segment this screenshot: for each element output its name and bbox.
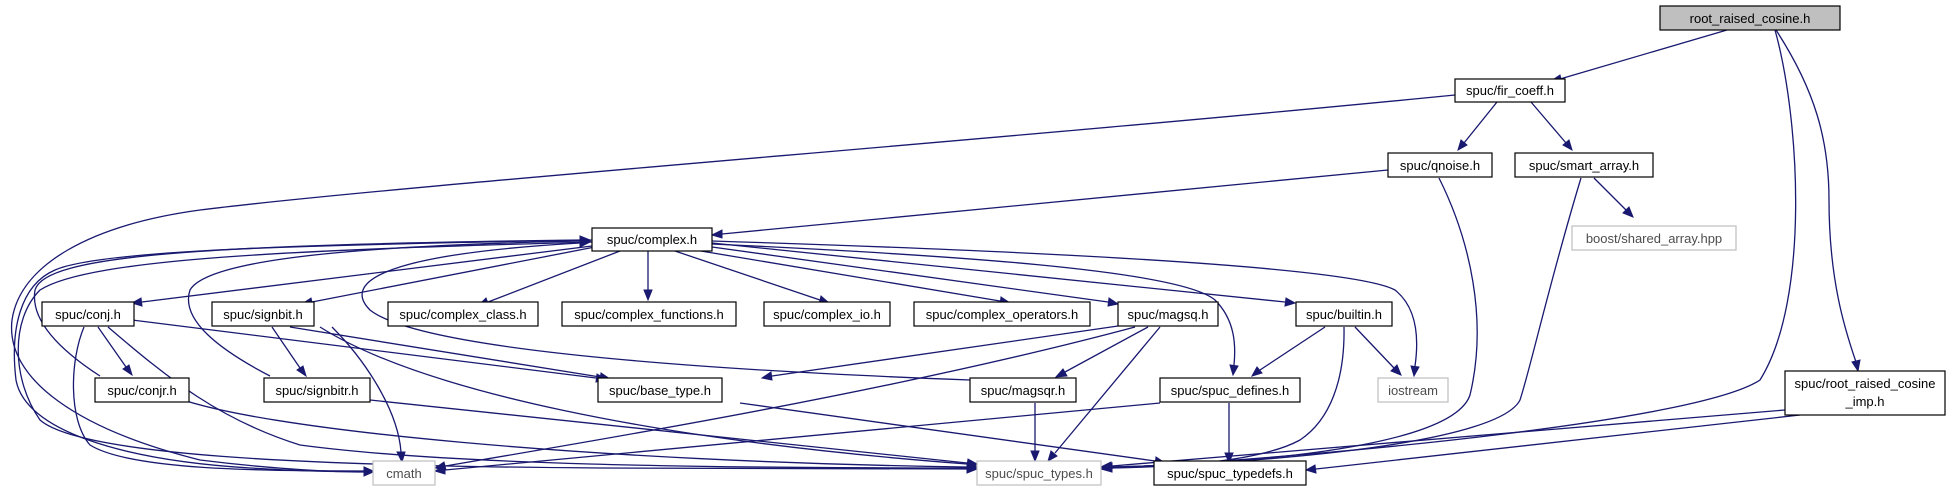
edge-smart-array-to-shared-array [1593,177,1634,218]
edge-complex-to-magsq [711,246,1120,307]
node-label: spuc/signbit.h [223,307,303,322]
edge-builtin-to-spuc-defines [1250,326,1326,377]
edge-signbitr-to-spuc-types [369,399,979,468]
node-iostream[interactable]: iostream [1377,377,1449,403]
node-fir-coeff[interactable]: spuc/fir_coeff.h [1454,78,1566,103]
node-complex-io[interactable]: spuc/complex_io.h [763,301,891,327]
node-label-line-1: spuc/root_raised_cosine [1795,376,1936,391]
edge-complex-to-complex-functions [643,251,653,302]
node-root-raised-cosine-imp[interactable]: spuc/root_raised_cosine _imp.h [1784,370,1946,416]
file-nodes: root_raised_cosine.h spuc/fir_coeff.h sp… [41,5,1946,486]
edge-fir-coeff-to-qnoise [1457,101,1498,152]
edge-magsq-to-base-type [760,325,1119,381]
edge-rrc-imp-to-spuc-types [1099,409,1786,471]
node-label: spuc/spuc_types.h [985,466,1093,481]
node-label-line-2: _imp.h [1844,394,1884,409]
node-builtin[interactable]: spuc/builtin.h [1295,301,1393,327]
edge-complex-to-builtin [711,242,1297,307]
node-spuc-defines[interactable]: spuc/spuc_defines.h [1159,377,1301,403]
node-label: spuc/conjr.h [107,383,176,398]
node-label: spuc/magsqr.h [981,383,1066,398]
node-label: spuc/fir_coeff.h [1466,83,1554,98]
node-label: spuc/builtin.h [1306,307,1382,322]
edge-qnoise-to-complex [710,169,1389,239]
node-label: spuc/complex_operators.h [926,307,1078,322]
node-spuc-types[interactable]: spuc/spuc_types.h [976,460,1102,486]
node-label: spuc/smart_array.h [1529,158,1639,173]
node-label: spuc/complex_io.h [773,307,881,322]
node-complex-functions[interactable]: spuc/complex_functions.h [561,301,737,327]
edge-complex-to-spuc-defines [711,243,1239,377]
node-label: spuc/spuc_typedefs.h [1167,466,1293,481]
edge-rrc-imp-to-spuc-typedefs [1304,414,1801,474]
node-smart-array[interactable]: spuc/smart_array.h [1514,152,1654,178]
edge-conj-to-cmath [72,326,375,476]
edge-signbit-to-signbitr [271,326,307,378]
node-label: spuc/spuc_defines.h [1171,383,1290,398]
node-root-raised-cosine[interactable]: root_raised_cosine.h [1659,5,1841,31]
edge-builtin-to-iostream [1354,326,1402,376]
node-base-type[interactable]: spuc/base_type.h [597,377,723,403]
node-label: spuc/qnoise.h [1400,158,1480,173]
edge-conj-to-conjr [97,326,133,377]
node-conj[interactable]: spuc/conj.h [41,301,135,327]
node-label: spuc/magsq.h [1128,307,1209,322]
edge-magsq-to-spuc-types [1047,326,1161,463]
node-spuc-typedefs[interactable]: spuc/spuc_typedefs.h [1153,460,1307,486]
edge-complex-to-conj [130,245,593,307]
edge-base-type-to-spuc-typedefs [739,402,1167,466]
node-magsqr[interactable]: spuc/magsqr.h [969,377,1077,403]
node-label: spuc/complex_class.h [399,307,526,322]
edge-complex-to-complex-class [477,250,621,307]
node-label: boost/shared_array.hpp [1586,231,1722,246]
node-label: root_raised_cosine.h [1690,11,1811,26]
node-label: spuc/conj.h [55,307,121,322]
node-label: spuc/signbitr.h [275,383,358,398]
node-signbit[interactable]: spuc/signbit.h [211,301,315,327]
edge-complex-to-cmath [13,239,593,476]
node-magsq[interactable]: spuc/magsq.h [1117,301,1219,327]
edge-spuc-defines-to-spuc-typedefs [1224,403,1234,465]
edge-complex-to-iostream [711,240,1420,378]
edge-magsq-to-magsqr [1054,326,1149,378]
edge-fir-coeff-to-smart-array [1530,101,1573,152]
node-label: spuc/base_type.h [609,383,711,398]
node-cmath[interactable]: cmath [372,460,436,486]
edge-magsqr-to-spuc-types [1030,403,1040,463]
node-label: cmath [386,466,421,481]
node-signbitr[interactable]: spuc/signbitr.h [263,377,371,403]
node-complex-class[interactable]: spuc/complex_class.h [387,301,539,327]
dependency-edges [10,29,1861,477]
edge-fir-coeff-to-cmath [10,94,1456,477]
edge-signbit-to-cmath [331,326,406,464]
edge-root-to-rrc-imp [1775,29,1861,373]
node-qnoise[interactable]: spuc/qnoise.h [1387,152,1493,178]
edge-complex-to-spuc-types [17,241,979,474]
node-complex-operators[interactable]: spuc/complex_operators.h [913,301,1091,327]
node-boost-shared-array[interactable]: boost/shared_array.hpp [1571,225,1737,251]
node-label: spuc/complex.h [607,232,697,247]
node-complex[interactable]: spuc/complex.h [591,227,713,252]
node-label: spuc/complex_functions.h [574,307,724,322]
node-label: iostream [1388,383,1438,398]
edge-conjr-to-spuc-types [169,394,979,472]
edge-spuc-defines-to-cmath [433,402,1161,475]
node-conjr[interactable]: spuc/conjr.h [94,377,190,403]
edge-root-to-fir-coeff [1549,29,1728,84]
